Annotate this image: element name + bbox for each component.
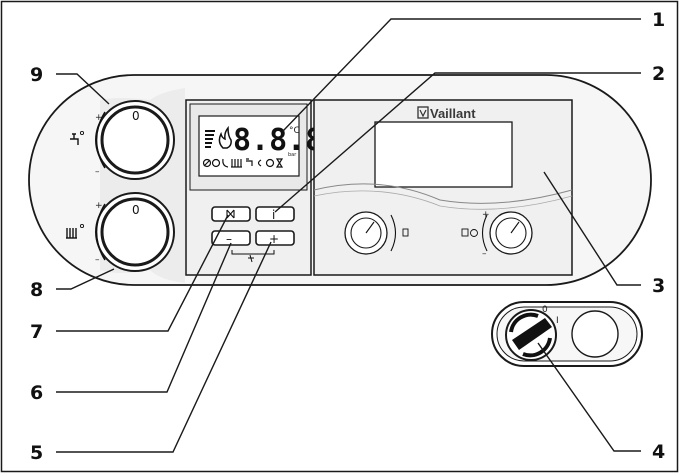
heating-small-knob-scale [481, 214, 488, 252]
callout-4: 4 [652, 441, 665, 463]
heating-degree-icon [79, 223, 85, 229]
plus-button-label: + [269, 232, 279, 246]
leader-line-1 [282, 18, 641, 132]
heating-knob-minus: – [95, 255, 100, 265]
heating-knob-plus: + [95, 201, 103, 211]
mains-switch-blank [571, 310, 619, 358]
comfort-icon [257, 159, 262, 167]
signal-bars-icon [205, 130, 215, 148]
tap-small-icon [402, 228, 409, 237]
hand-press-icon [248, 254, 254, 263]
lcd-screen [198, 115, 300, 177]
leader-line-7 [56, 214, 229, 332]
panel-curve-line-2 [313, 190, 573, 210]
callout-1: 1 [652, 9, 665, 31]
leader-line-8 [56, 268, 115, 290]
minus-button-label: – [226, 232, 232, 246]
leader-line-3 [543, 171, 641, 286]
hot-water-small-knob-scale [390, 214, 397, 252]
leader-line-5 [56, 241, 272, 453]
heating-small-knob-plus: + [482, 210, 490, 220]
panel-curve-line [313, 183, 573, 204]
phone-icon [222, 158, 229, 168]
vaillant-screen [374, 121, 513, 188]
heating-small-knob[interactable] [489, 211, 533, 255]
mains-switch-on-label: I [556, 316, 559, 326]
radiator-small-icon [461, 228, 469, 237]
hot-water-small-knob[interactable] [344, 211, 388, 255]
heating-knob-scale [95, 203, 106, 261]
clock-icon [265, 158, 275, 168]
hot-water-knob[interactable] [95, 100, 175, 180]
hot-water-knob-zero: 0 [132, 109, 140, 123]
lcd-unit-bar: bar [288, 152, 297, 158]
tap-icon [246, 158, 253, 166]
no-flame-icon [202, 158, 212, 168]
flame-icon [218, 125, 232, 149]
leader-lines [56, 18, 641, 453]
leader-line-4 [537, 342, 641, 452]
heating-knob[interactable] [95, 192, 175, 272]
hot-water-knob-scale [95, 111, 106, 169]
callout-8: 8 [30, 279, 43, 301]
hourglass-icon [275, 158, 284, 168]
callout-3: 3 [652, 275, 665, 297]
leader-line-9 [56, 73, 110, 105]
plus-button[interactable] [255, 230, 295, 246]
hot-water-tap-icon [70, 133, 79, 145]
vaillant-logo: Vaillant [417, 106, 476, 121]
mains-switch-knob[interactable] [505, 309, 557, 361]
info-button-label: i [272, 208, 275, 222]
leader-line-6 [56, 242, 232, 393]
clock-small-icon [470, 229, 478, 237]
button-group: i – + [211, 206, 295, 263]
callout-9: 9 [30, 64, 43, 86]
heating-knob-zero: 0 [132, 203, 140, 217]
callout-7: 7 [30, 321, 43, 343]
callout-5: 5 [30, 442, 43, 464]
minus-button[interactable] [211, 230, 251, 246]
lcd-unit-celsius: °C [289, 126, 300, 136]
vaillant-brand-text: Vaillant [430, 106, 476, 121]
callout-2: 2 [652, 63, 665, 85]
hot-water-degree-icon [79, 130, 85, 136]
heating-radiator-icon [66, 228, 77, 239]
hot-water-knob-minus: – [95, 167, 100, 177]
radiator-icon [231, 159, 242, 168]
chimney-sweep-icon [226, 209, 235, 219]
heating-small-knob-minus: – [482, 249, 487, 259]
button-combo-bracket [231, 250, 275, 255]
callout-6: 6 [30, 382, 43, 404]
mains-switch-off-label: 0 [542, 305, 548, 315]
info-button[interactable] [255, 206, 295, 222]
hot-water-knob-plus: + [95, 113, 103, 123]
leader-line-2 [274, 72, 641, 213]
pump-icon [211, 158, 221, 168]
lcd-status-icons [202, 158, 284, 168]
vaillant-logo-icon [417, 106, 429, 119]
